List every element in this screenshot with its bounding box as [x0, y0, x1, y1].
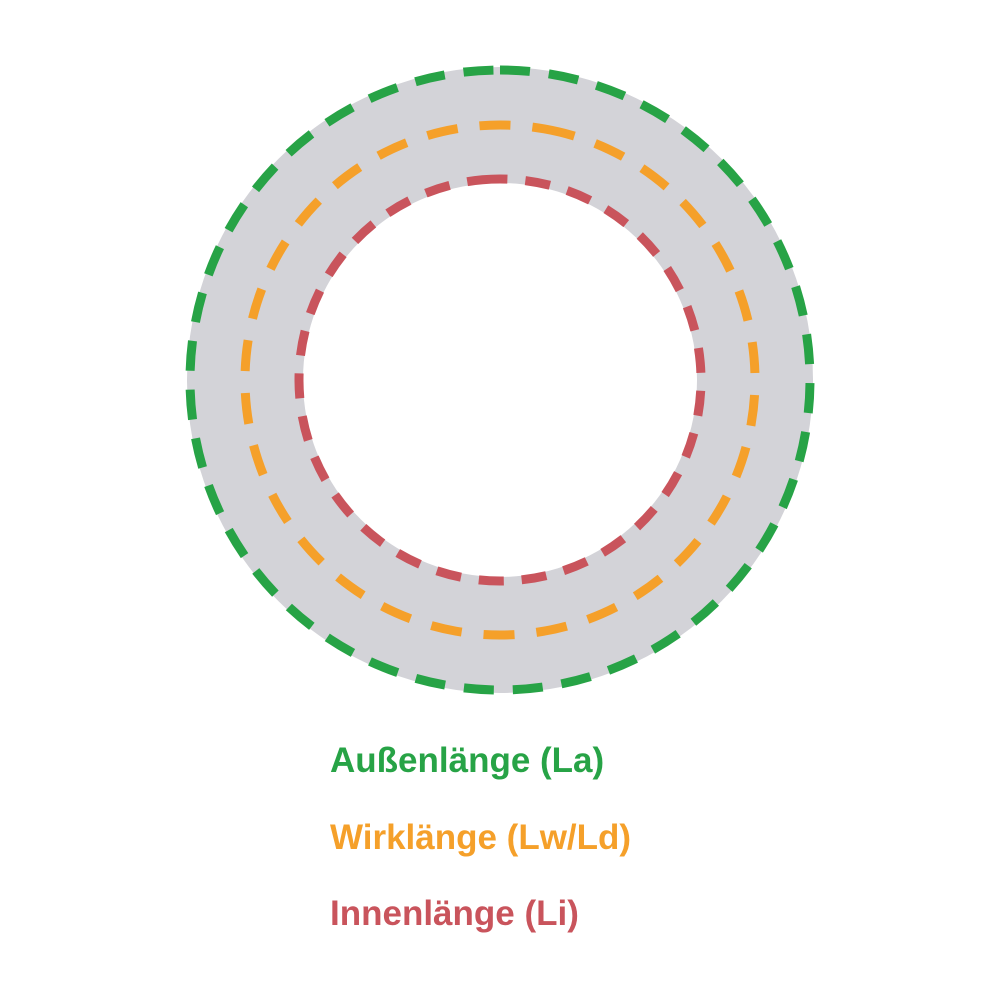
effective-length-circle [240, 120, 760, 640]
outer-length-circle [185, 65, 815, 695]
inner-length-label: Innenlänge (Li) [330, 894, 579, 933]
outer-length-label: Außenlänge (La) [330, 741, 604, 780]
effective-length-label: Wirklänge (Lw/Ld) [330, 818, 631, 857]
inner-length-circle [294, 174, 706, 586]
